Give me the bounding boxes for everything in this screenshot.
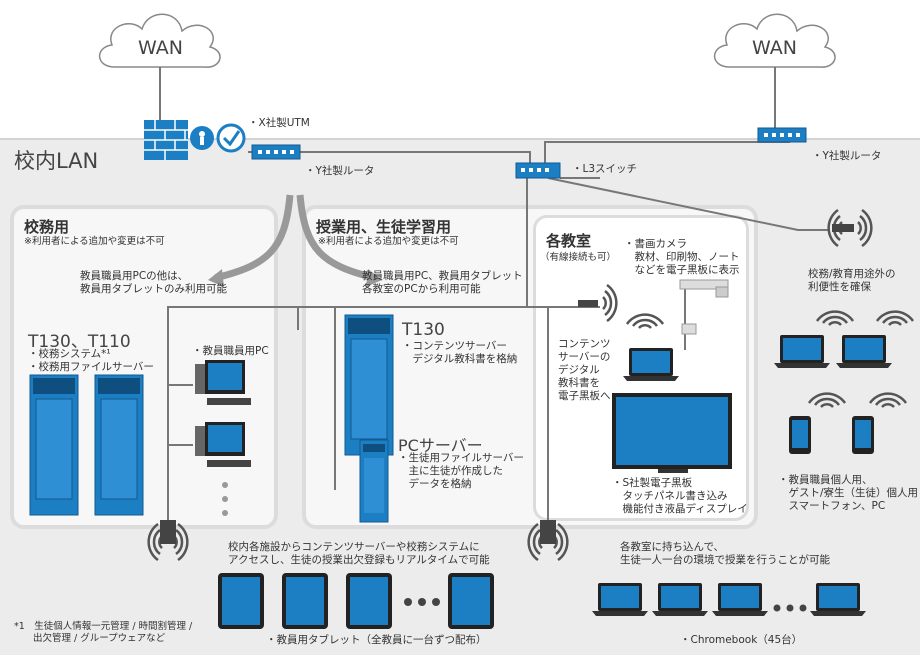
class-desc: 教員職員用PC、教員用タブレット 各教室のPCから利用可能	[362, 270, 523, 295]
chromebook-label: ・Chromebook（45台）	[680, 634, 803, 646]
class-server-items: ・コンテンツサーバー デジタル教科書を格納	[402, 340, 518, 365]
class-server-model: T130	[402, 320, 445, 340]
content-note: コンテンツ サーバーの デジタル 教科書を 電子黒板へ	[558, 338, 611, 402]
admin-pc-label: ・教員職員用PC	[192, 345, 269, 357]
pc-server-items: ・生徒用ファイルサーバー 主に生徒が作成した データを格納	[398, 452, 524, 490]
wan-right-label: WAN	[752, 37, 797, 59]
chromebook-row	[592, 583, 866, 616]
admin-desc: 教員職員用PCの他は、 教員用タブレットのみ利用可能	[80, 270, 227, 295]
class-title: 授業用、生徒学習用	[316, 218, 452, 236]
chromebook-desc: 各教室に持ち込んで、 生徒一人一台の環境で授業を行うことが可能	[620, 541, 830, 566]
board-label: ・S社製電子黒板 タッチパネル書き込み 機能付き液晶ディスプレイ	[612, 477, 748, 515]
footnote: *1 生徒個人情報一元管理 / 時間割管理 / 出欠管理 / グループウェアなど	[14, 621, 193, 644]
admin-title: 校務用	[24, 218, 70, 236]
l3-switch-label: ・L3スイッチ	[572, 163, 638, 175]
utm-label: ・X社製UTM	[248, 117, 310, 129]
admin-server-items: ・校務システム*¹ ・校務用ファイルサーバー	[28, 348, 154, 373]
firewall-icon	[144, 120, 188, 160]
devices-label: ・教員職員個人用、 ゲスト/寮生（生徒）個人用 スマートフォン、PC	[778, 474, 919, 512]
tablet-desc: 校内各施設からコンテンツサーバーや校務システムに アクセスし、生徒の授業出欠登録…	[228, 541, 490, 566]
wifi-note: 校務/教育用途外の 利便性を確保	[808, 268, 896, 293]
tablet-label: ・教員用タブレット（全教員に一台ずつ配布）	[266, 634, 487, 646]
camera-label: ・書画カメラ 教材、印刷物、ノート などを電子黒板に表示	[624, 238, 740, 276]
router-left-label: ・Y社製ルータ	[305, 165, 375, 177]
router-right-label: ・Y社製ルータ	[812, 150, 882, 162]
admin-note: ※利用者による追加や変更は不可	[24, 236, 165, 247]
lan-title: 校内LAN	[14, 149, 99, 173]
tablet-row	[218, 573, 494, 629]
class-note: ※利用者による追加や変更は不可	[318, 236, 459, 247]
room-title: 各教室	[546, 232, 592, 250]
pc-server-model: PCサーバー	[398, 436, 483, 455]
room-subtitle: （有線接続も可）	[540, 252, 617, 263]
wan-left-label: WAN	[138, 37, 183, 59]
admin-server-model: T130、T110	[28, 332, 131, 352]
